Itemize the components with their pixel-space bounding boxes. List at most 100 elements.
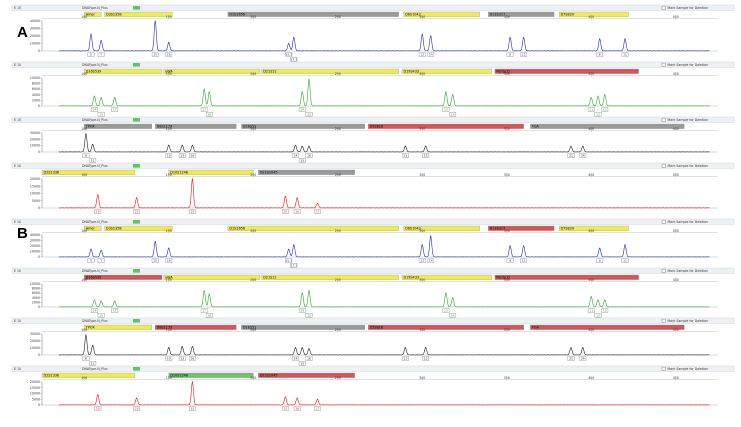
sample-color-chip bbox=[133, 367, 140, 371]
x-tick-label: 450 bbox=[673, 328, 679, 332]
allele-call-box bbox=[111, 107, 119, 112]
peak-point bbox=[168, 247, 170, 249]
allele-call: 8 bbox=[599, 53, 601, 57]
locus-bin bbox=[84, 274, 163, 280]
peak-point bbox=[599, 38, 601, 40]
peak-point bbox=[430, 35, 432, 37]
delete-checkbox[interactable] bbox=[661, 163, 666, 168]
peak-point bbox=[582, 347, 584, 349]
allele-call-box bbox=[97, 313, 105, 318]
x-tick-label: 450 bbox=[673, 278, 679, 282]
locus-bin bbox=[494, 68, 639, 74]
locus-name: FGA bbox=[532, 125, 540, 129]
allele-call-box bbox=[281, 209, 289, 214]
allele-call-box bbox=[151, 258, 159, 263]
delete-checkbox[interactable] bbox=[661, 117, 666, 122]
allele-call-box bbox=[587, 107, 595, 112]
locus-name: D16S539 bbox=[86, 276, 102, 280]
peak-point bbox=[599, 247, 601, 249]
sample-name: DNAType-N_Plus bbox=[82, 63, 108, 67]
locus-name: D16S539 bbox=[86, 70, 102, 74]
trace-line bbox=[58, 20, 710, 52]
allele-call-box bbox=[314, 209, 321, 214]
allele-call: 19 bbox=[96, 210, 100, 214]
allele-call: 15 bbox=[153, 53, 157, 57]
allele-call-box bbox=[298, 361, 306, 366]
peak-point bbox=[597, 95, 599, 97]
allele-call: 16 bbox=[295, 210, 299, 214]
locus-name: TPOX bbox=[85, 326, 96, 330]
delete-checkbox[interactable] bbox=[661, 62, 666, 67]
x-tick-label: 200 bbox=[250, 173, 256, 177]
x-tick-label: 100 bbox=[81, 328, 87, 332]
delete-checkbox[interactable] bbox=[661, 219, 666, 224]
allele-call: 11 bbox=[623, 53, 627, 57]
peak-point bbox=[100, 249, 102, 251]
peak-point bbox=[191, 144, 193, 146]
y-tick-label: 20000 bbox=[30, 137, 40, 141]
delete-checkbox[interactable] bbox=[661, 366, 666, 371]
delete-checkbox[interactable] bbox=[661, 5, 666, 10]
peak-point bbox=[296, 397, 298, 399]
sample-color-chip bbox=[133, 164, 140, 168]
allele-call-box bbox=[178, 356, 186, 361]
peak-point bbox=[316, 398, 318, 400]
row-label: E 10 bbox=[14, 118, 21, 122]
row-label: E 10 bbox=[14, 269, 21, 273]
peak-point bbox=[308, 290, 310, 292]
peak-point bbox=[293, 244, 295, 246]
y-tick-label: 30000 bbox=[30, 332, 40, 336]
x-tick-label: 250 bbox=[335, 127, 341, 131]
allele-call-box bbox=[285, 258, 293, 263]
allele-call: 11 bbox=[589, 309, 593, 313]
y-tick-label: 8000 bbox=[32, 82, 40, 86]
x-tick-label: 300 bbox=[419, 328, 425, 332]
row-label: E 10 bbox=[14, 319, 21, 323]
allele-call: 14 bbox=[429, 259, 433, 263]
locus-bin bbox=[258, 169, 355, 175]
trace-line bbox=[58, 132, 710, 153]
allele-call-box bbox=[165, 153, 173, 158]
sample-color-chip bbox=[133, 220, 140, 224]
y-tick-label: 30000 bbox=[30, 131, 40, 135]
locus-bin bbox=[104, 11, 173, 17]
peak-point bbox=[430, 235, 432, 237]
peak-point bbox=[181, 144, 183, 146]
allele-call-box bbox=[89, 158, 97, 163]
x-tick-label: 450 bbox=[673, 229, 679, 233]
x-tick-label: 400 bbox=[588, 173, 594, 177]
allele-call: 29 bbox=[300, 108, 304, 112]
allele-call-box bbox=[94, 406, 102, 411]
row-label: E 10 bbox=[14, 164, 21, 168]
y-tick-label: 0 bbox=[38, 255, 40, 259]
allele-call: Y bbox=[100, 53, 102, 57]
panel-letter-b: B bbox=[17, 225, 28, 242]
peak-point bbox=[85, 133, 87, 135]
x-tick-label: 200 bbox=[250, 328, 256, 332]
delete-checkbox[interactable] bbox=[661, 268, 666, 273]
allele-call-box bbox=[97, 112, 105, 117]
x-tick-label: 450 bbox=[673, 15, 679, 19]
allele-call: 32 bbox=[307, 313, 311, 317]
allele-call: 14 bbox=[92, 309, 96, 313]
x-tick-label: 150 bbox=[166, 72, 172, 76]
locus-bin bbox=[530, 324, 685, 330]
allele-call-box bbox=[285, 52, 293, 57]
allele-call: 14 bbox=[429, 53, 433, 57]
delete-checkbox[interactable] bbox=[661, 318, 666, 323]
y-tick-label: 0 bbox=[38, 206, 40, 210]
allele-call: 21 bbox=[569, 154, 573, 158]
allele-call: 11 bbox=[522, 259, 526, 263]
allele-call-box bbox=[305, 313, 313, 318]
allele-call: 13 bbox=[603, 108, 607, 112]
x-tick-label: 350 bbox=[504, 229, 510, 233]
allele-call: 16 bbox=[167, 259, 171, 263]
locus-name: D19S433 bbox=[403, 276, 419, 280]
allele-call: 17 bbox=[202, 108, 206, 112]
allele-call-box bbox=[567, 153, 575, 158]
y-tick-label: 10000 bbox=[30, 282, 40, 286]
allele-call: 15 bbox=[153, 259, 157, 263]
allele-call: 18 bbox=[207, 112, 211, 116]
